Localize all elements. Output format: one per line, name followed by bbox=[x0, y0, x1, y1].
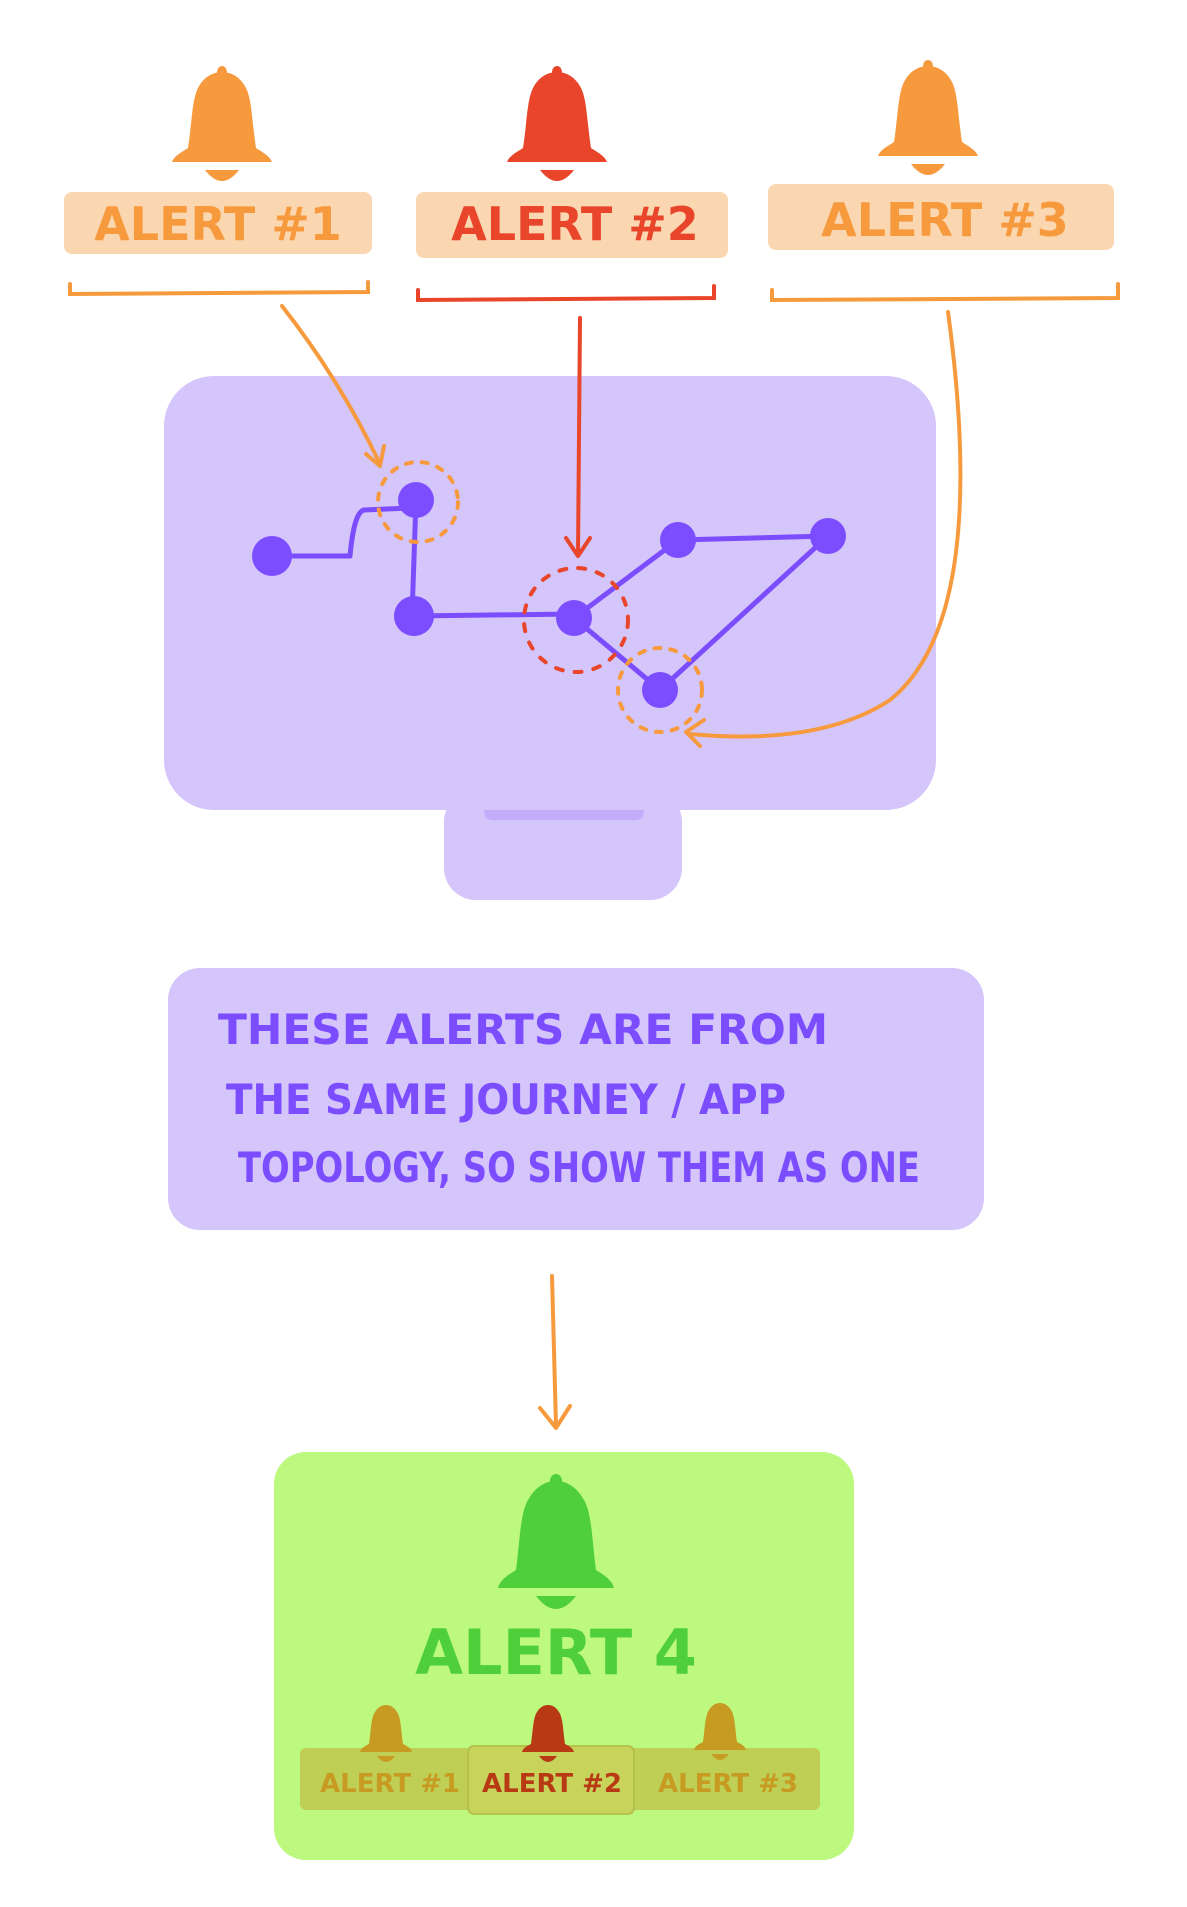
note-bg bbox=[168, 968, 984, 1230]
graph-edge bbox=[571, 615, 663, 693]
alert-1-label: ALERT #1 bbox=[94, 197, 342, 251]
note-line-2: THE SAME JOURNEY / APP bbox=[226, 1075, 786, 1124]
bell-icon bbox=[507, 66, 607, 181]
graph-node bbox=[642, 672, 678, 708]
alert-glow-3 bbox=[616, 646, 704, 734]
alert-1-label-bg bbox=[64, 192, 372, 254]
alert-3-group: ALERT #3 bbox=[768, 60, 1120, 303]
graph-edge bbox=[675, 533, 831, 543]
graph-nodes bbox=[252, 482, 846, 708]
alert-2-bracket bbox=[416, 284, 716, 303]
arrow-alert-1 bbox=[280, 304, 386, 468]
bell-icon bbox=[522, 1705, 574, 1762]
bell-icon bbox=[498, 1474, 614, 1609]
graph-node bbox=[398, 482, 434, 518]
alert-glow-1 bbox=[376, 460, 460, 544]
alert-2-label-bg bbox=[416, 192, 728, 258]
mini-alert-3-label: ALERT #3 bbox=[658, 1769, 798, 1799]
note: THESE ALERTS ARE FROM THE SAME JOURNEY /… bbox=[168, 968, 984, 1230]
arrow-alert-3 bbox=[684, 310, 963, 748]
graph-node bbox=[810, 518, 846, 554]
note-line-1: THESE ALERTS ARE FROM bbox=[218, 1005, 828, 1054]
graph-edge bbox=[657, 533, 831, 693]
alert-3-bracket bbox=[770, 282, 1120, 303]
alert-3-label-bg bbox=[768, 184, 1114, 250]
note-line-3: TOPOLOGY, SO SHOW THEM AS ONE bbox=[238, 1143, 920, 1192]
arrow-down bbox=[538, 1274, 572, 1430]
grouped-alert-title: ALERT 4 bbox=[415, 1616, 697, 1689]
bell-icon bbox=[694, 1703, 746, 1760]
graph-edge bbox=[571, 537, 681, 621]
alert-3-label: ALERT #3 bbox=[821, 193, 1069, 247]
alert-glow-2 bbox=[522, 566, 630, 674]
alert-2-label: ALERT #2 bbox=[451, 197, 699, 251]
alert-1-bracket bbox=[68, 280, 370, 297]
monitor-screen bbox=[164, 376, 936, 810]
alert-1-group: ALERT #1 bbox=[64, 66, 372, 297]
alert-2-group: ALERT #2 bbox=[416, 66, 728, 303]
graph-edge bbox=[409, 611, 577, 619]
monitor bbox=[164, 376, 936, 900]
graph-node bbox=[252, 536, 292, 576]
bell-icon bbox=[360, 1705, 412, 1762]
arrow-alert-2 bbox=[564, 316, 592, 558]
graph-node bbox=[660, 522, 696, 558]
bell-icon bbox=[172, 66, 272, 181]
graph-node bbox=[556, 600, 592, 636]
graph-node bbox=[394, 596, 434, 636]
mini-alert-2-label: ALERT #2 bbox=[482, 1769, 622, 1799]
bell-icon bbox=[878, 60, 978, 175]
mini-alert-1-label: ALERT #1 bbox=[320, 1769, 460, 1799]
grouped-alert: ALERT 4 ALERT #1 ALERT #2 ALERT #3 bbox=[274, 1452, 854, 1860]
